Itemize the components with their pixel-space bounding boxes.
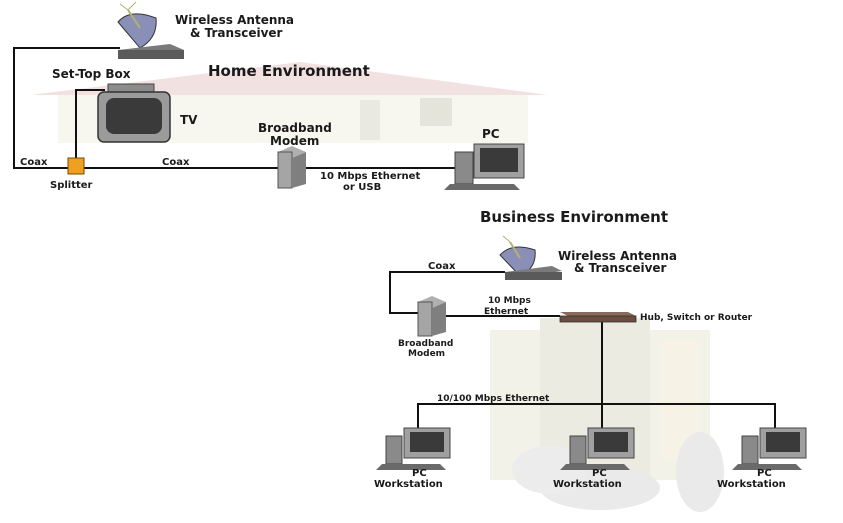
workstation-middle-icon xyxy=(560,427,635,470)
shrub xyxy=(512,446,588,494)
business-antenna-label-2: & Transceiver xyxy=(574,261,667,275)
lan-label: 10/100 Mbps Ethernet xyxy=(437,394,550,404)
hub-label: Hub, Switch or Router xyxy=(640,313,753,323)
tv-label: TV xyxy=(180,113,198,127)
home-antenna-label-1: Wireless Antenna xyxy=(175,13,294,27)
lan-wire xyxy=(417,403,776,430)
house-roof xyxy=(30,62,548,95)
business-wires xyxy=(389,271,776,430)
workstation-middle-label-2: Workstation xyxy=(553,479,622,490)
business-antenna-label-1: Wireless Antenna xyxy=(558,249,677,263)
business-ethernet-label-2: Ethernet xyxy=(484,307,529,317)
workstation-right-label-1: PC xyxy=(757,468,772,479)
house-window xyxy=(420,98,452,126)
business-title: Business Environment xyxy=(480,208,668,226)
tree-right xyxy=(676,432,724,512)
home-antenna-label-2: & Transceiver xyxy=(190,26,283,40)
business-coax-label: Coax xyxy=(428,261,456,272)
coax-label-mid: Coax xyxy=(162,157,190,168)
workstation-right-icon xyxy=(732,427,807,470)
home-pc-label: PC xyxy=(482,127,500,141)
business-modem-icon xyxy=(417,296,446,337)
hub-switch-router-icon xyxy=(559,312,637,323)
splitter-label: Splitter xyxy=(50,180,93,191)
business-modem-label-1: Broadband xyxy=(398,339,453,349)
house-door xyxy=(360,100,380,140)
home-ethernet-label-1: 10 Mbps Ethernet xyxy=(320,171,420,182)
business-modem-label-2: Modem xyxy=(408,349,445,359)
settop-label: Set-Top Box xyxy=(52,67,131,81)
coax-label-left: Coax xyxy=(20,157,48,168)
home-title: Home Environment xyxy=(208,62,370,80)
coax-wire-settop xyxy=(75,89,105,160)
workstation-right-label-2: Workstation xyxy=(717,479,786,490)
home-transceiver-icon xyxy=(118,44,184,59)
home-wires xyxy=(13,47,455,169)
settop-box-icon xyxy=(107,83,155,93)
splitter-icon xyxy=(67,157,85,175)
business-ethernet-label-1: 10 Mbps xyxy=(488,296,531,306)
home-antenna-icon xyxy=(117,1,157,49)
coax-wire-business xyxy=(389,271,505,314)
home-modem-icon xyxy=(277,146,306,189)
business-transceiver-icon xyxy=(505,266,562,280)
home-modem-label-1: Broadband xyxy=(258,121,332,135)
home-ethernet-label-2: or USB xyxy=(343,182,381,193)
workstation-left-label-1: PC xyxy=(412,468,427,479)
tv-icon xyxy=(97,91,171,143)
home-pc-icon xyxy=(444,143,525,190)
workstation-left-icon xyxy=(376,427,451,470)
workstation-middle-label-1: PC xyxy=(592,468,607,479)
coax-wire-antenna xyxy=(13,47,120,169)
home-modem-label-2: Modem xyxy=(270,134,319,148)
workstation-left-label-2: Workstation xyxy=(374,479,443,490)
